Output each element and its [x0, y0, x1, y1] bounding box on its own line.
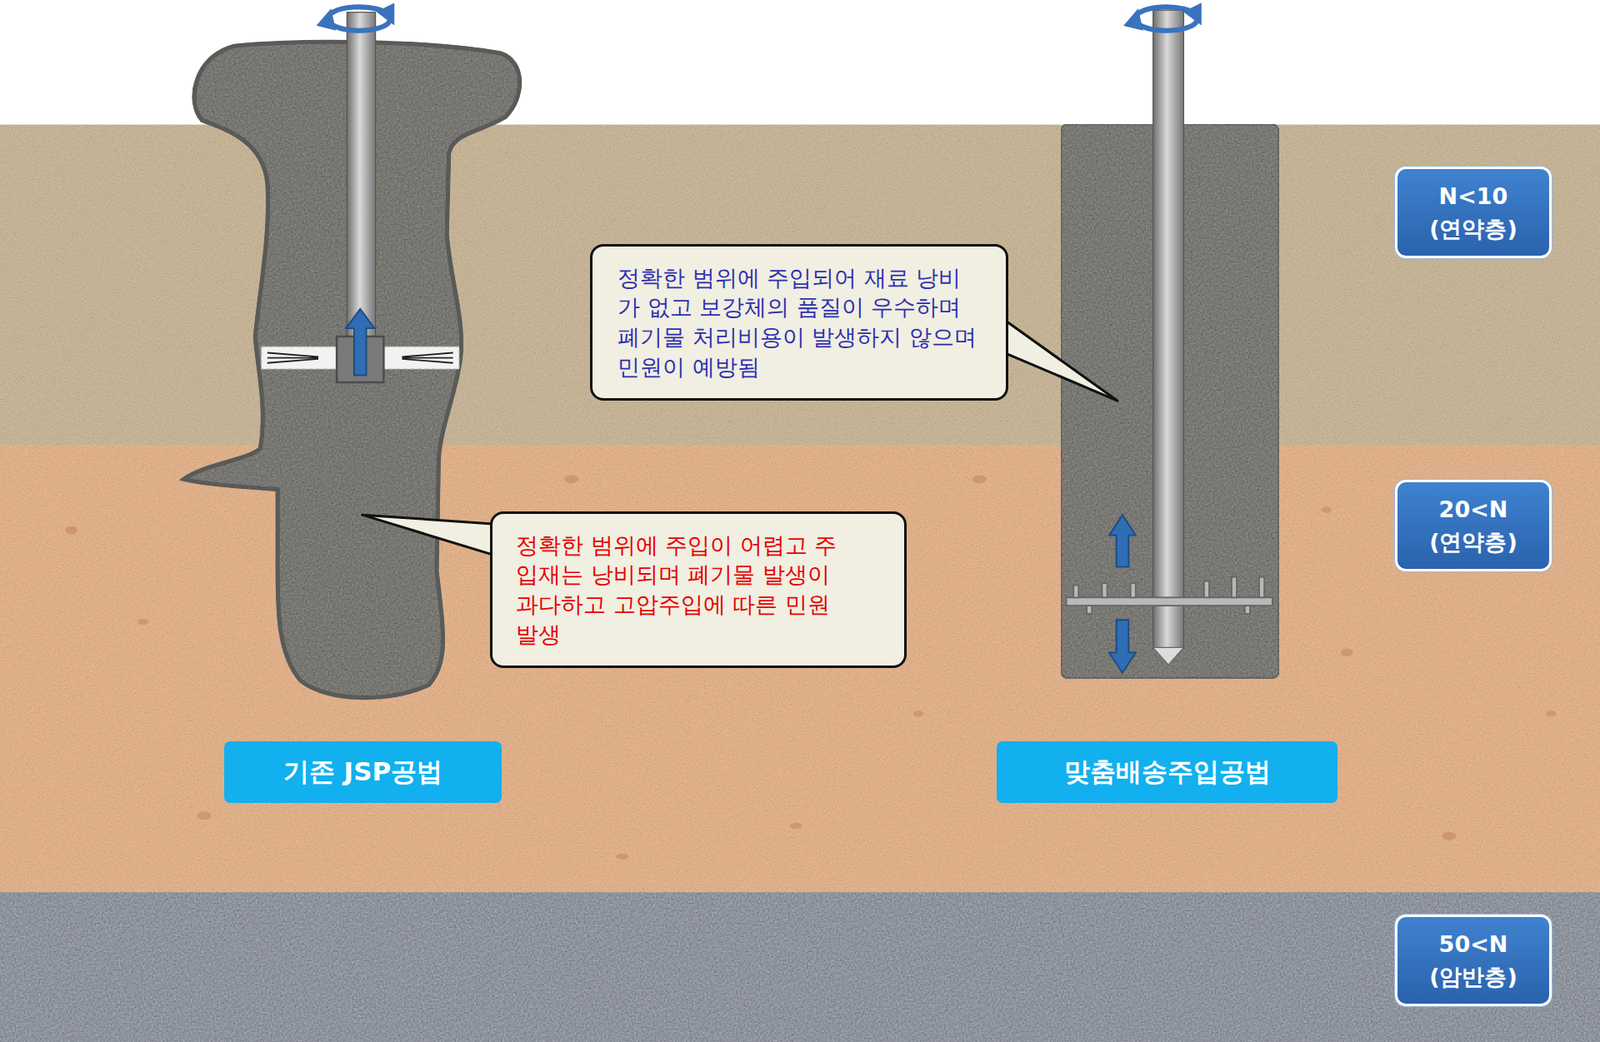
pebble	[1545, 710, 1556, 717]
node-text: 정확한 범위에 주입이 어렵고 주입재는 낭비되며 폐기물 발생이 과다하고 고…	[515, 530, 838, 650]
node-text: 20<N	[1439, 493, 1509, 526]
lift-arrow	[345, 309, 375, 376]
node-text: N<10	[1439, 180, 1509, 213]
rotation-arrow	[1135, 18, 1198, 31]
custom-rod	[1153, 10, 1185, 649]
jet-right	[383, 346, 460, 370]
layer-badge: 20<N(연약층)	[1395, 480, 1552, 572]
pebble	[564, 475, 579, 484]
layer-badge: 50<N(암반층)	[1395, 915, 1552, 1007]
jet-left	[260, 346, 337, 370]
jet-stream	[267, 353, 319, 364]
pebble	[196, 811, 211, 820]
rotation-arrow	[1135, 6, 1197, 20]
rotation-arrow	[328, 18, 390, 31]
up-arrow	[1109, 515, 1136, 567]
node-text: 정확한 범위에 주입되어 재료 낭비가 없고 보강체의 품질이 우수하며 폐기물…	[617, 263, 981, 383]
pebble	[972, 475, 987, 484]
paddle-tooth	[1259, 577, 1265, 598]
rotation-arrow	[328, 6, 390, 20]
pebble	[913, 710, 924, 717]
node-text: (연약층)	[1429, 212, 1518, 245]
pebble	[1340, 649, 1354, 658]
paddle-tooth	[1245, 605, 1250, 615]
node-text: 50<N	[1439, 928, 1509, 961]
pebble	[790, 823, 803, 830]
pebble	[65, 526, 78, 535]
node-text: 기존 JSP공법	[283, 755, 443, 790]
method-label: 기존 JSP공법	[224, 741, 502, 804]
callout-tail	[1001, 318, 1117, 401]
callout-tail	[362, 515, 496, 556]
rod-tip	[1153, 647, 1185, 665]
down-arrow	[1109, 620, 1136, 674]
callout-box: 정확한 범위에 주입되어 재료 낭비가 없고 보강체의 품질이 우수하며 폐기물…	[590, 244, 1009, 402]
paddle-tooth	[1101, 583, 1107, 598]
pebble	[1441, 832, 1456, 841]
pebble	[616, 854, 630, 860]
paddle-tooth	[1073, 585, 1079, 599]
rock-layer	[0, 892, 1600, 1042]
method-label: 맞춤배송주입공법	[996, 741, 1338, 804]
jsp-rod	[346, 12, 375, 340]
pebble	[1321, 506, 1332, 513]
callout-box: 정확한 범위에 주입이 어렵고 주입재는 낭비되며 폐기물 발생이 과다하고 고…	[490, 511, 907, 670]
paddle-tooth	[1231, 577, 1237, 598]
node-text: (암반층)	[1429, 960, 1518, 994]
node-text: 맞춤배송주입공법	[1064, 755, 1271, 790]
paddle-teeth	[1073, 577, 1265, 615]
paddle-tooth	[1086, 605, 1092, 615]
jet-stream	[401, 353, 453, 364]
pebble	[137, 619, 148, 625]
soft-soil-layer	[0, 124, 1600, 447]
layer-badge: N<10(연약층)	[1395, 166, 1552, 259]
node-text: (연약층)	[1429, 525, 1518, 559]
sandy-soil-layer	[0, 445, 1600, 894]
mixing-paddle	[1066, 597, 1273, 606]
paddle-tooth	[1130, 583, 1136, 598]
paddle-tooth	[1204, 581, 1210, 599]
